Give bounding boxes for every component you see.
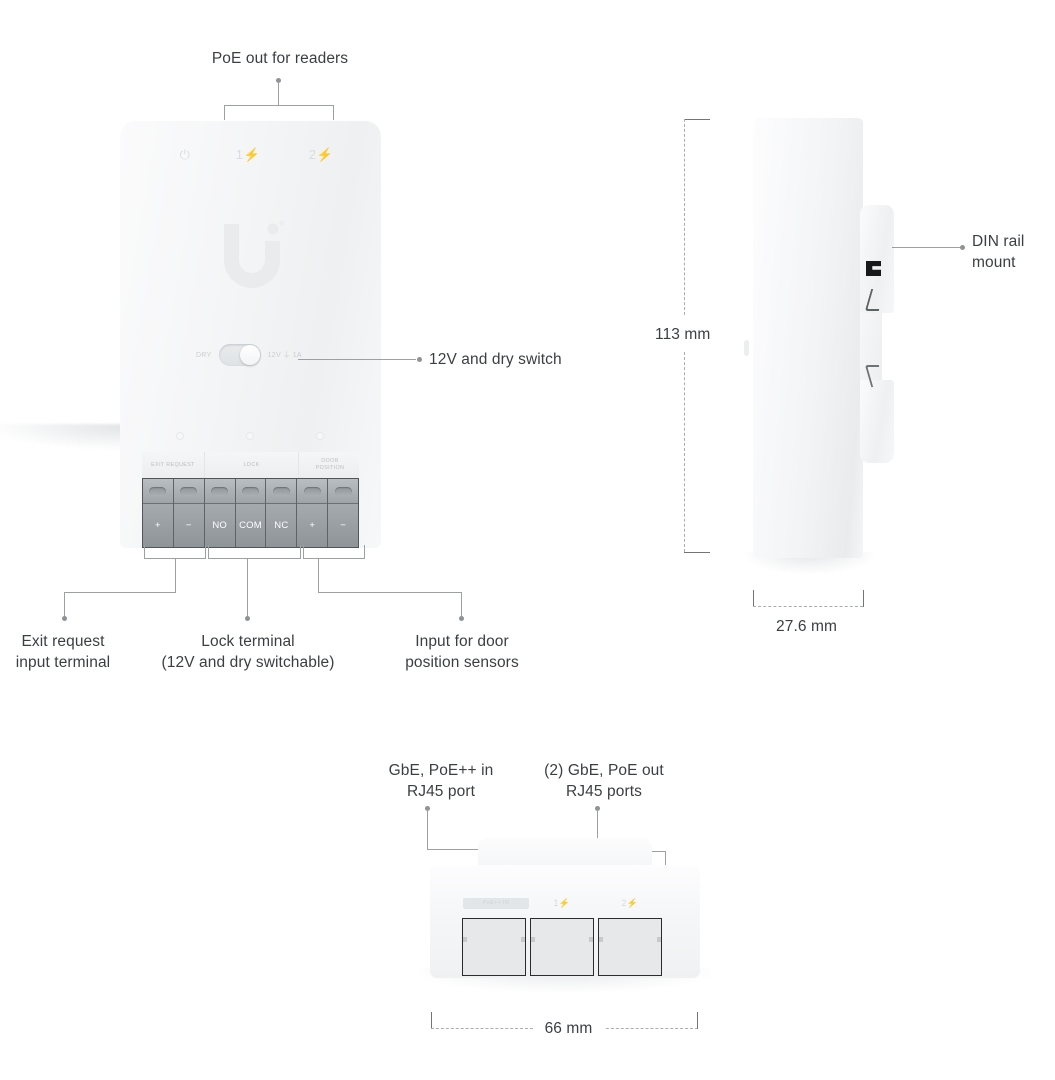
front-view: ⏻ 1⚡ 2⚡ DRY 12V ⏚ 1A bbox=[120, 120, 381, 548]
bracket-exit-request bbox=[144, 545, 206, 571]
side-body bbox=[753, 118, 863, 558]
callout-door-position: Input for door position sensors bbox=[405, 633, 519, 671]
ubiquiti-u-logo bbox=[216, 220, 288, 294]
terminal-label-3: COM bbox=[235, 504, 266, 547]
switch-knob[interactable] bbox=[239, 345, 260, 365]
terminal-door-minus[interactable]: − bbox=[328, 479, 359, 547]
callout-exit-request: Exit request input terminal bbox=[15, 633, 111, 671]
port-3-mark: 2⚡ bbox=[621, 898, 639, 908]
leader-stem-poe-out-readers bbox=[278, 81, 279, 105]
leader-dot-poe-in-port bbox=[425, 806, 430, 811]
leader-exit-h bbox=[64, 592, 176, 593]
dim-66-line-right bbox=[596, 1028, 698, 1029]
led-port-2: 2⚡ bbox=[304, 146, 338, 164]
led-port-1: 1⚡ bbox=[231, 146, 265, 164]
dim-label-113mm: 113 mm bbox=[651, 325, 715, 345]
dim-113-line-lower bbox=[684, 352, 685, 552]
dim-66-line-left bbox=[431, 1028, 533, 1029]
switch-label-dry: DRY bbox=[196, 351, 212, 359]
din-clip-spine bbox=[860, 305, 882, 387]
din-clip-upper bbox=[860, 205, 894, 313]
terminal-door-plus[interactable]: + bbox=[297, 479, 329, 547]
leader-exit-v2 bbox=[64, 592, 65, 617]
callout-switch: 12V and dry switch bbox=[429, 351, 562, 368]
screw-right bbox=[316, 432, 324, 440]
rj45-port-2[interactable] bbox=[530, 918, 594, 976]
terminal-legend-row: EXIT REQUEST LOCK DOOR POSITION bbox=[142, 452, 359, 478]
rj45-port-3[interactable] bbox=[598, 918, 662, 976]
switch-track[interactable] bbox=[218, 344, 261, 366]
leader-dot-poe-out-readers bbox=[276, 78, 281, 83]
leader-dot-switch-callout bbox=[417, 357, 422, 362]
leader-poe-in-h bbox=[427, 849, 492, 850]
terminal-exit-plus[interactable]: + bbox=[143, 479, 174, 547]
leader-din-rail bbox=[892, 247, 962, 248]
callout-poe-out-readers: PoE out for readers bbox=[211, 50, 349, 67]
port-1-bolt-icon: 1⚡ bbox=[235, 147, 261, 162]
screw-left bbox=[176, 432, 184, 440]
callout-din-rail-mount: DIN rail mount bbox=[972, 233, 1025, 271]
din-rail-mount-clip bbox=[860, 205, 894, 463]
leader-dot-lock-terminal bbox=[245, 616, 250, 621]
dim-113-line-upper bbox=[684, 119, 685, 315]
bracket-door-position bbox=[303, 545, 365, 571]
led-power: ⏻ bbox=[168, 146, 202, 164]
dry-12v-switch[interactable]: DRY 12V ⏚ 1A bbox=[196, 344, 302, 366]
poe-in-badge: PoE++ IN bbox=[463, 898, 529, 909]
terminal-exit-minus[interactable]: − bbox=[173, 479, 205, 547]
leader-lock-v bbox=[247, 559, 248, 617]
terminal-label-1: − bbox=[173, 504, 204, 547]
dim-113-cap-bottom bbox=[684, 552, 710, 553]
leader-dot-poe-out-ports bbox=[595, 806, 600, 811]
dim-label-276mm: 27.6 mm bbox=[772, 617, 841, 637]
bottom-body-face: PoE++ IN 1⚡ 2⚡ bbox=[430, 865, 700, 978]
terminal-label-6: − bbox=[328, 504, 359, 547]
terminal-label-0: + bbox=[143, 504, 173, 547]
screw-center bbox=[246, 432, 254, 440]
bracket-lock bbox=[208, 545, 301, 571]
legend-exit-request: EXIT REQUEST bbox=[142, 452, 205, 478]
terminal-lock-com[interactable]: COM bbox=[235, 479, 267, 547]
legend-door-position: DOOR POSITION bbox=[315, 458, 345, 471]
terminal-lock-no[interactable]: NO bbox=[204, 479, 236, 547]
bottom-port-view: PoE++ IN 1⚡ 2⚡ bbox=[430, 838, 700, 978]
switch-label-12v: 12V ⏚ 1A bbox=[267, 352, 302, 359]
legend-lock: LOCK bbox=[205, 452, 299, 478]
leader-poe-in-v1 bbox=[427, 809, 428, 849]
side-view bbox=[753, 118, 863, 558]
bracket-poe-out-readers bbox=[224, 105, 334, 121]
leader-dot-exit-request bbox=[62, 616, 67, 621]
terminal-label-4: NC bbox=[266, 504, 297, 547]
leader-switch-callout bbox=[298, 359, 416, 360]
leader-door-h bbox=[318, 592, 462, 593]
leader-door-v2 bbox=[461, 592, 462, 617]
terminal-label-5: + bbox=[297, 504, 328, 547]
callout-poe-out-ports: (2) GbE, PoE out RJ45 ports bbox=[544, 762, 664, 800]
terminal-lock-nc[interactable]: NC bbox=[266, 479, 298, 547]
dim-66-cap-left bbox=[431, 1012, 432, 1029]
side-seam-notch bbox=[744, 340, 749, 356]
dim-276-cap-left bbox=[753, 590, 754, 607]
dim-276-cap-right bbox=[863, 590, 864, 607]
terminal-block: EXIT REQUEST LOCK DOOR POSITION + − NO bbox=[142, 452, 359, 548]
terminal-rows: + − NO COM NC bbox=[142, 478, 359, 548]
rj45-port-1[interactable] bbox=[462, 918, 526, 976]
leader-dot-door-position bbox=[459, 616, 464, 621]
leader-door-v1 bbox=[318, 559, 319, 592]
terminal-label-2: NO bbox=[204, 504, 235, 547]
rj45-port-group bbox=[462, 918, 662, 976]
din-clip-lower bbox=[860, 380, 894, 463]
dim-276-line bbox=[753, 606, 863, 607]
dim-66-cap-right bbox=[697, 1012, 698, 1029]
dim-113-cap-top bbox=[684, 119, 710, 120]
port-2-mark: 1⚡ bbox=[553, 898, 571, 908]
callout-lock-terminal: Lock terminal (12V and dry switchable) bbox=[161, 633, 335, 671]
leader-exit-v1 bbox=[175, 559, 176, 592]
power-icon: ⏻ bbox=[179, 147, 191, 162]
port-2-bolt-icon: 2⚡ bbox=[308, 147, 334, 162]
leader-poe-out-v bbox=[597, 809, 598, 851]
dim-label-66mm: 66 mm bbox=[533, 1019, 604, 1039]
callout-poe-in-port: GbE, PoE++ in RJ45 port bbox=[388, 762, 494, 800]
leader-dot-din-rail bbox=[960, 245, 965, 250]
